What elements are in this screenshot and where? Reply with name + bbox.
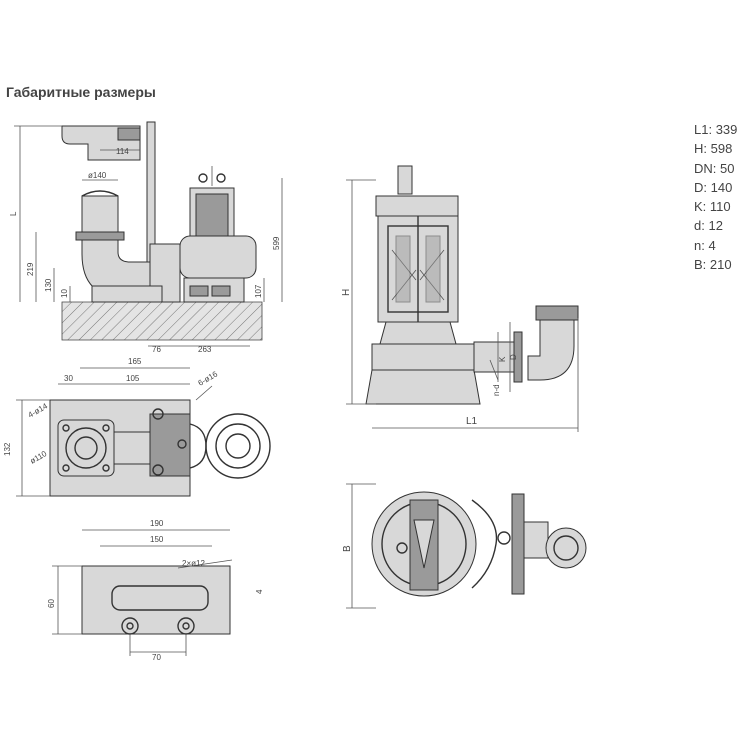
dim-105: 105 (126, 374, 140, 383)
plan-view: 165 30 105 6-ø16 4-ø14 ø110 132 (3, 357, 271, 497)
dim-132: 132 (3, 442, 12, 456)
pump-section-view: H L1 K D n-d (341, 165, 579, 432)
dim-L1: L1 (466, 416, 478, 427)
dim-114: 114 (116, 147, 129, 156)
side-view: L 114 ø140 219 130 10 599 107 76 263 (9, 121, 283, 354)
specs-list: L1: 339 H: 598 DN: 50 D: 140 K: 110 d: 1… (694, 120, 737, 274)
dim-76: 76 (152, 345, 161, 354)
dim-2x12: 2×ø12 (182, 559, 205, 568)
base-plate-view: 190 150 2×ø12 60 4 70 (47, 519, 264, 662)
dim-140: ø140 (88, 171, 107, 180)
dim-D: D (509, 354, 518, 360)
spec-row: K: 110 (694, 199, 731, 215)
dim-219: 219 (26, 262, 35, 276)
dim-60: 60 (47, 599, 56, 608)
dim-30: 30 (64, 374, 73, 383)
spec-row: d: 12 (694, 218, 723, 234)
dim-263: 263 (198, 345, 212, 354)
dim-K: K (498, 356, 507, 362)
spec-row: n: 4 (694, 237, 716, 253)
dim-B: B (342, 545, 353, 552)
dim-4: 4 (255, 589, 264, 594)
dim-10: 10 (60, 289, 69, 298)
dim-4x14: 4-ø14 (27, 401, 50, 420)
spec-row: B: 210 (694, 257, 732, 273)
spec-row: H: 598 (694, 141, 733, 157)
dim-H: H (341, 289, 352, 296)
dim-599: 599 (272, 236, 281, 250)
dim-nd: n-d (492, 384, 501, 396)
spec-row: D: 140 (694, 179, 733, 195)
dim-6x16: 6-ø16 (197, 369, 220, 388)
dim-165: 165 (128, 357, 142, 366)
dim-150: 150 (150, 535, 164, 544)
spec-row: DN: 50 (694, 160, 735, 176)
dim-107: 107 (254, 284, 263, 298)
spec-row: L1: 339 (694, 122, 738, 137)
page-title: Габаритные размеры (6, 84, 156, 100)
dim-190: 190 (150, 519, 164, 528)
dim-110: ø110 (29, 449, 49, 466)
dim-L: L (9, 211, 18, 216)
pump-top-view: B (342, 483, 587, 609)
dim-130: 130 (44, 278, 53, 292)
dim-70: 70 (152, 653, 161, 662)
